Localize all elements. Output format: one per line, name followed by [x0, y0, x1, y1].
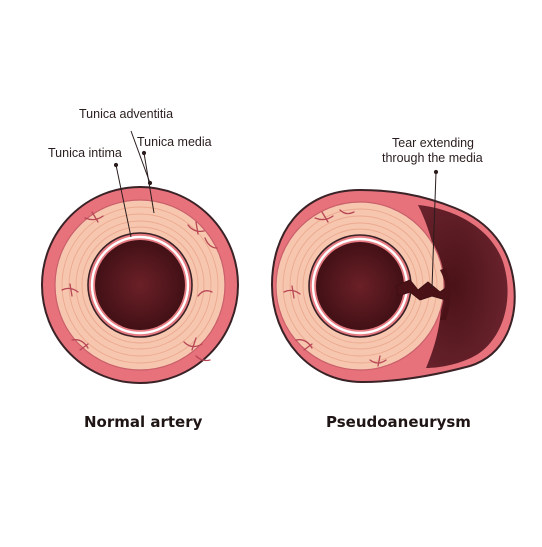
normal-artery	[41, 186, 239, 384]
normal-pointers	[113, 130, 155, 238]
tear-pointer	[431, 169, 439, 289]
label-tunica-adventitia: Tunica adventitia	[79, 107, 174, 121]
pseudoaneurysm-artery	[270, 188, 516, 384]
caption-pseudoaneurysm: Pseudoaneurysm	[326, 413, 471, 431]
normal-media-lines	[61, 206, 219, 364]
normal-vessel-marks	[61, 211, 218, 362]
label-tunica-intima: Tunica intima	[48, 146, 122, 160]
hematoma	[418, 205, 508, 368]
label-tunica-media: Tunica media	[137, 135, 212, 149]
pseudo-vessel-marks	[283, 209, 387, 367]
caption-normal-artery: Normal artery	[84, 413, 203, 431]
pseudo-lumen	[316, 242, 404, 330]
label-tear-line2: through the media	[382, 151, 483, 165]
normal-lumen	[95, 240, 185, 330]
label-tear-line1: Tear extending	[392, 136, 475, 150]
